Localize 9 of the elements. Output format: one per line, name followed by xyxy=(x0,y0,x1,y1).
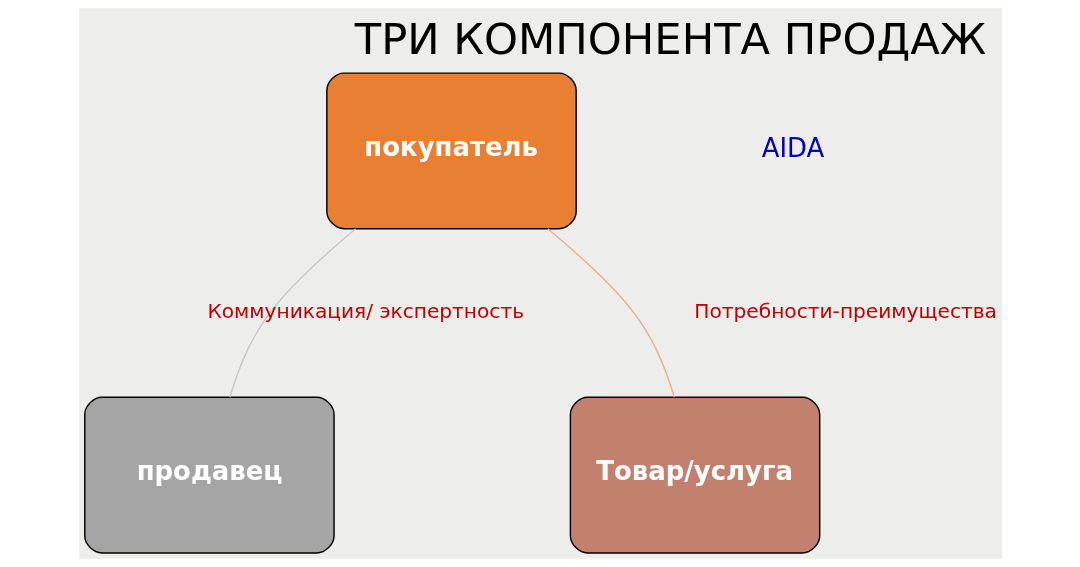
diagram-title: ТРИ КОМПОНЕНТА ПРОДАЖ xyxy=(354,14,986,65)
edge-label: Потребности-преимущества xyxy=(693,299,997,324)
connector xyxy=(228,228,356,398)
edge-label: Коммуникация/ экспертность xyxy=(206,299,524,324)
node-box: продавец xyxy=(83,396,335,554)
node-box: покупатель xyxy=(325,72,577,230)
node-box: Товар/услуга xyxy=(569,396,820,554)
connector xyxy=(546,228,675,398)
label: AIDA xyxy=(761,133,824,164)
